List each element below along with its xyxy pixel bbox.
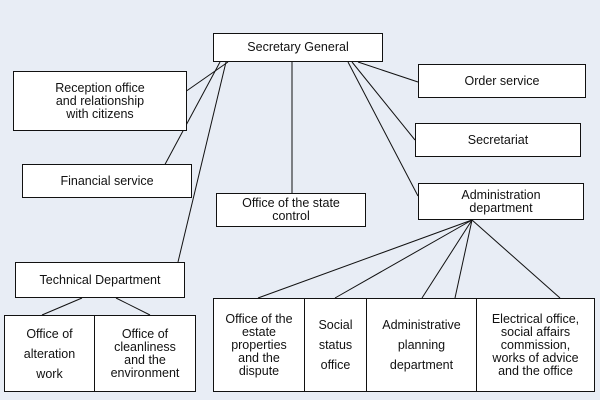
administrative-planning-label: Administrative planning department bbox=[382, 318, 461, 372]
alteration-work-label: Office of alteration work bbox=[23, 326, 76, 381]
electrical-office-label: Electrical office, social affairs commis… bbox=[491, 311, 580, 378]
connector-tech-cleanliness bbox=[115, 297, 151, 316]
social-status-office: Social status office bbox=[305, 299, 367, 391]
state-control-box: Office of the state control bbox=[216, 193, 366, 227]
connector-sg-financial bbox=[161, 61, 221, 171]
secretariat-label: Secretariat bbox=[467, 132, 529, 147]
connector-tech-alteration bbox=[41, 297, 83, 316]
secretary-general-box: Secretary General bbox=[213, 33, 383, 62]
connector-sg-technical bbox=[177, 61, 227, 263]
administration-offices-group: Office of the estate properties and the … bbox=[213, 298, 595, 392]
connector-sg-order bbox=[357, 61, 419, 83]
technical-department-box: Technical Department bbox=[15, 262, 185, 298]
estate-properties-label: Office of the estate properties and the … bbox=[225, 311, 293, 378]
administration-department-box: Administration department bbox=[418, 183, 584, 220]
connector-sg-secretariat bbox=[351, 61, 416, 141]
reception-office-box: Reception office and relationship with c… bbox=[13, 71, 187, 131]
state-control-label: Office of the state control bbox=[242, 196, 340, 223]
connector-admin-social bbox=[334, 219, 473, 299]
secretariat-box: Secretariat bbox=[415, 123, 581, 157]
administration-department-label: Administration department bbox=[461, 187, 541, 215]
estate-properties-office: Office of the estate properties and the … bbox=[214, 299, 305, 391]
electrical-office: Electrical office, social affairs commis… bbox=[477, 299, 594, 391]
order-service-box: Order service bbox=[418, 64, 586, 98]
connector-sg-reception bbox=[184, 61, 229, 93]
technical-department-label: Technical Department bbox=[39, 272, 161, 287]
secretary-general-label: Secretary General bbox=[247, 40, 349, 54]
connector-admin-planning-2 bbox=[454, 219, 473, 299]
connector-admin-electrical bbox=[471, 219, 561, 299]
connector-admin-planning bbox=[421, 219, 473, 299]
administrative-planning-office: Administrative planning department bbox=[367, 299, 477, 391]
social-status-label: Social status office bbox=[318, 318, 353, 372]
financial-service-box: Financial service bbox=[22, 164, 192, 198]
financial-service-label: Financial service bbox=[60, 173, 154, 188]
connector-admin-estate bbox=[257, 219, 473, 299]
technical-offices-group: Office of alteration work Office of clea… bbox=[4, 315, 196, 392]
cleanliness-environment-office: Office of cleanliness and the environmen… bbox=[95, 316, 195, 391]
cleanliness-environment-label: Office of cleanliness and the environmen… bbox=[110, 326, 180, 380]
order-service-label: Order service bbox=[464, 73, 540, 88]
reception-office-label: Reception office and relationship with c… bbox=[55, 80, 145, 121]
alteration-work-office: Office of alteration work bbox=[5, 316, 95, 391]
connector-sg-administration bbox=[347, 61, 419, 197]
